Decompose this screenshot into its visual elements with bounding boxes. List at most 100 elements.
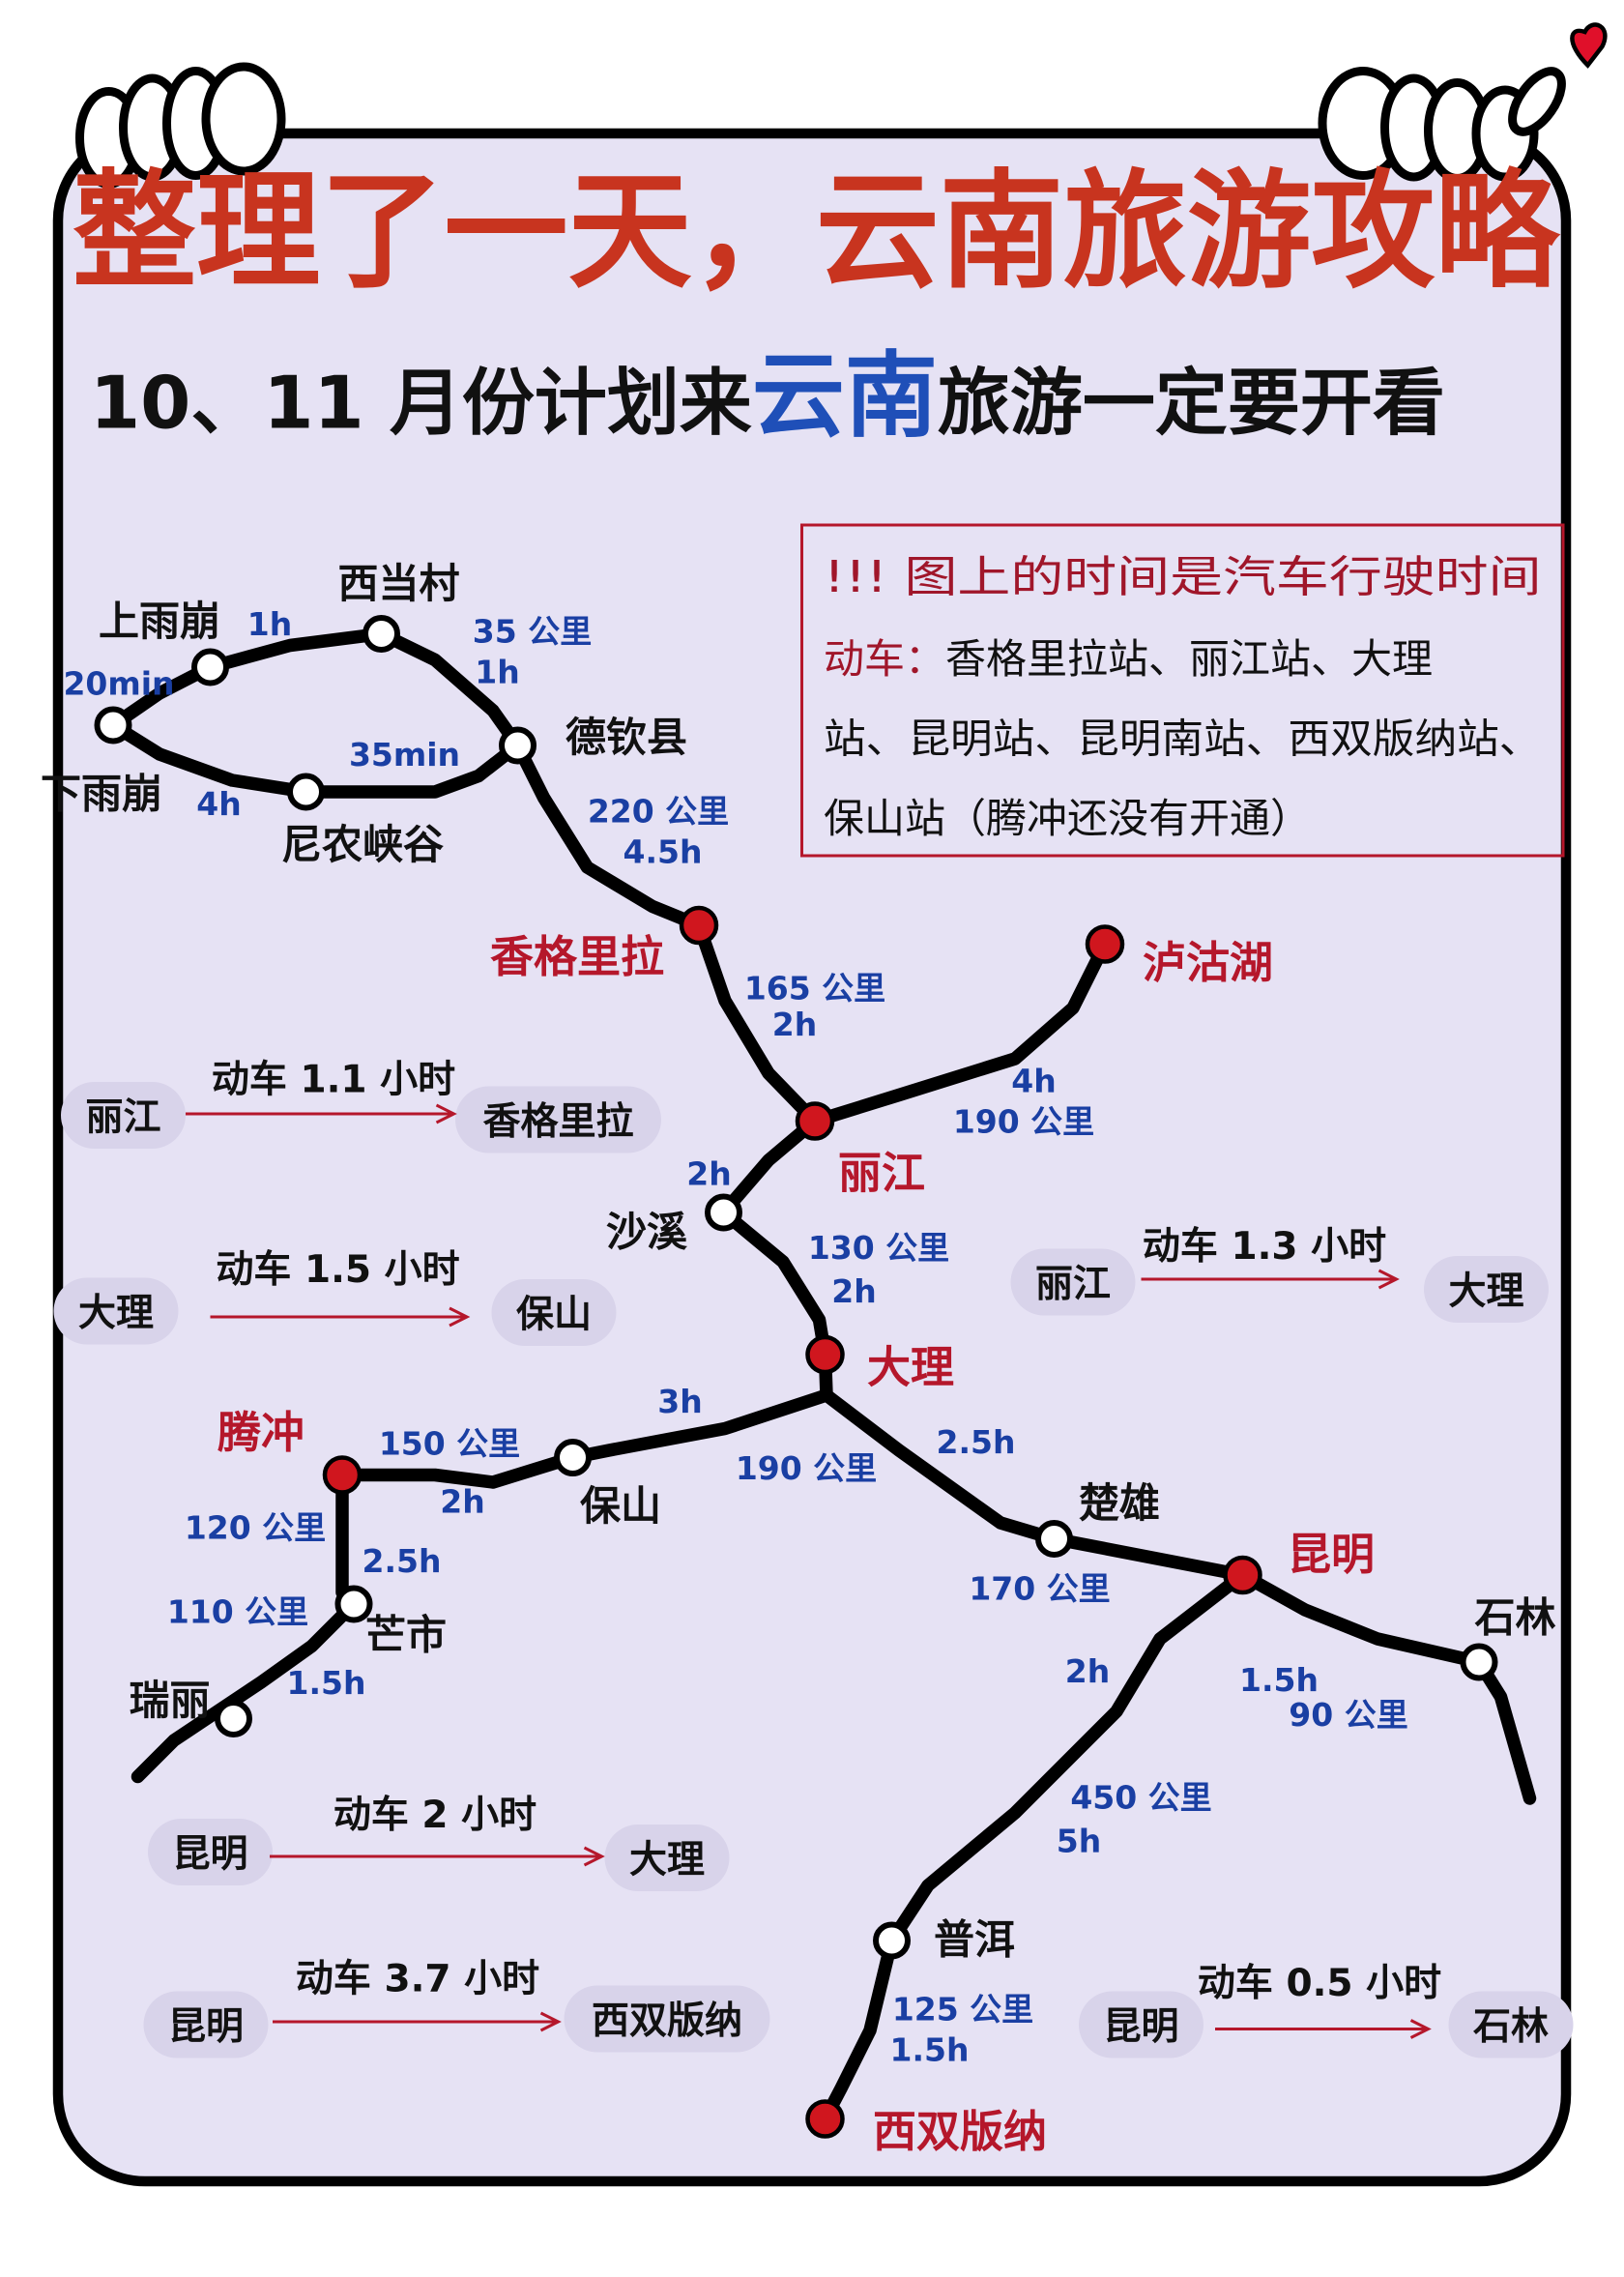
edge-label: 110 公里	[167, 1593, 308, 1631]
edge-label: 165 公里	[744, 970, 885, 1007]
station-node-2[interactable]	[94, 706, 132, 744]
station-node-18[interactable]	[805, 2099, 845, 2139]
train-to-city: 西双版纳	[592, 2000, 742, 2043]
edge-label: 2h	[686, 1155, 731, 1193]
train-routes: 丽江香格里拉动车 1.1 小时大理保山动车 1.5 小时丽江大理动车 1.3 小…	[53, 1059, 1574, 2058]
station-node-11[interactable]	[322, 1455, 362, 1495]
edge-label: 1h	[247, 605, 292, 643]
train-to-city: 大理	[629, 1839, 705, 1883]
route-line	[808, 937, 1112, 1128]
arrow-head-icon	[1378, 1269, 1400, 1290]
station-label: 保山	[580, 1482, 661, 1530]
station-label: 下雨崩	[41, 771, 162, 818]
train-duration-label: 动车 3.7 小时	[296, 1958, 539, 2001]
arrow-head-icon	[435, 1103, 457, 1124]
station-node-8[interactable]	[705, 1193, 742, 1232]
station-label: 尼农峡谷	[281, 821, 444, 868]
edge-label: 1h	[475, 654, 519, 691]
station-node-3[interactable]	[287, 773, 325, 811]
train-from-city: 昆明	[1103, 2005, 1178, 2049]
station-label: 昆明	[1288, 1529, 1375, 1580]
train-from-city: 大理	[78, 1292, 154, 1335]
notice-stations-3: 保山站（腾冲还没有开通）	[824, 795, 1311, 842]
arrow-head-icon	[583, 1846, 605, 1867]
station-node-16[interactable]	[1460, 1643, 1498, 1681]
edge-label: 120 公里	[185, 1509, 326, 1547]
arrow-head-icon	[1409, 2019, 1432, 2039]
heart-icon	[1570, 22, 1608, 69]
train-duration-label: 动车 2 小时	[334, 1794, 536, 1837]
train-to-city-pill	[604, 1825, 730, 1891]
station-label: 大理	[867, 1342, 954, 1393]
train-duration-label: 动车 1.1 小时	[212, 1059, 455, 1102]
station-node-15[interactable]	[1223, 1555, 1262, 1595]
edge-label: 5h	[1057, 1823, 1101, 1860]
edge-label: 4h	[196, 785, 241, 823]
train-duration-label: 动车 1.3 小时	[1143, 1225, 1386, 1269]
station-node-10[interactable]	[554, 1439, 592, 1476]
station-nodes	[94, 615, 1498, 2139]
station-label: 楚雄	[1079, 1479, 1160, 1527]
edge-label: 130 公里	[808, 1229, 949, 1267]
notice-warning: !!! 图上的时间是汽车行驶时间	[824, 551, 1542, 602]
edge-label: 90 公里	[1289, 1696, 1407, 1734]
svg-text:动车：香格里拉站、丽江站、大理: 动车：香格里拉站、丽江站、大理	[824, 635, 1433, 683]
arrow-head-icon	[449, 1306, 471, 1328]
edge-label: 170 公里	[969, 1570, 1110, 1608]
notice-stations-2: 站、昆明站、昆明南站、西双版纳站、	[824, 715, 1542, 763]
train-from-city-pill	[61, 1082, 186, 1149]
train-to-city-pill	[455, 1086, 661, 1153]
station-label: 德钦县	[566, 714, 687, 761]
edge-label: 1.5h	[287, 1664, 366, 1702]
station-node-17[interactable]	[873, 1921, 911, 1960]
route-line	[820, 1388, 1537, 1805]
station-node-6[interactable]	[795, 1101, 835, 1141]
edge-label: 4.5h	[624, 833, 703, 871]
notice-train-label: 动车：	[824, 635, 945, 683]
edge-label: 4h	[1011, 1063, 1056, 1100]
train-from-city-pill	[143, 1991, 269, 2058]
station-label: 西当村	[337, 560, 459, 607]
train-to-city: 大理	[1448, 1270, 1523, 1314]
hand-left-icon	[75, 62, 286, 189]
station-node-1[interactable]	[362, 615, 400, 653]
subtitle-before: 10、11 月份计划来	[90, 361, 752, 446]
train-from-city-pill	[148, 1819, 273, 1885]
station-node-0[interactable]	[191, 648, 229, 686]
train-from-city: 丽江	[85, 1096, 160, 1140]
train-from-city-pill	[1079, 1991, 1204, 2058]
notice-box: !!! 图上的时间是汽车行驶时间 动车：香格里拉站、丽江站、大理 站、昆明站、昆…	[800, 523, 1565, 858]
subtitle-highlight: 云南	[752, 342, 938, 451]
route-line	[818, 1568, 1250, 2126]
station-label: 香格里拉	[490, 931, 664, 982]
station-node-7[interactable]	[1085, 924, 1125, 964]
station-node-4[interactable]	[499, 726, 536, 765]
hand-right-icon	[1318, 67, 1566, 183]
edge-label: 2h	[831, 1272, 876, 1310]
edge-label: 1.5h	[1239, 1661, 1319, 1699]
train-from-city-pill	[53, 1277, 179, 1345]
station-node-12[interactable]	[334, 1585, 373, 1623]
train-to-city: 香格里拉	[482, 1100, 633, 1144]
arrow-head-icon	[539, 2011, 562, 2032]
edge-label: 2.5h	[362, 1542, 442, 1580]
train-duration-label: 动车 1.5 小时	[216, 1248, 459, 1292]
station-label: 石林	[1474, 1594, 1555, 1642]
edge-label: 2h	[1065, 1652, 1110, 1690]
station-node-9[interactable]	[805, 1334, 845, 1375]
edge-label: 190 公里	[736, 1449, 877, 1487]
train-from-city: 丽江	[1035, 1263, 1111, 1306]
subtitle: 10、11 月份计划来云南旅游一定要开看	[90, 342, 1445, 451]
station-label: 瑞丽	[129, 1677, 210, 1724]
station-node-5[interactable]	[679, 905, 719, 946]
station-node-13[interactable]	[215, 1700, 252, 1737]
train-from-city: 昆明	[168, 2005, 244, 2049]
station-label: 芒市	[365, 1612, 447, 1659]
station-node-14[interactable]	[1035, 1520, 1073, 1558]
notice-stations-1: 香格里拉站、丽江站、大理	[945, 635, 1433, 683]
train-from-city-pill	[1010, 1248, 1136, 1316]
route-line	[106, 627, 525, 752]
station-label: 上雨崩	[99, 598, 220, 645]
